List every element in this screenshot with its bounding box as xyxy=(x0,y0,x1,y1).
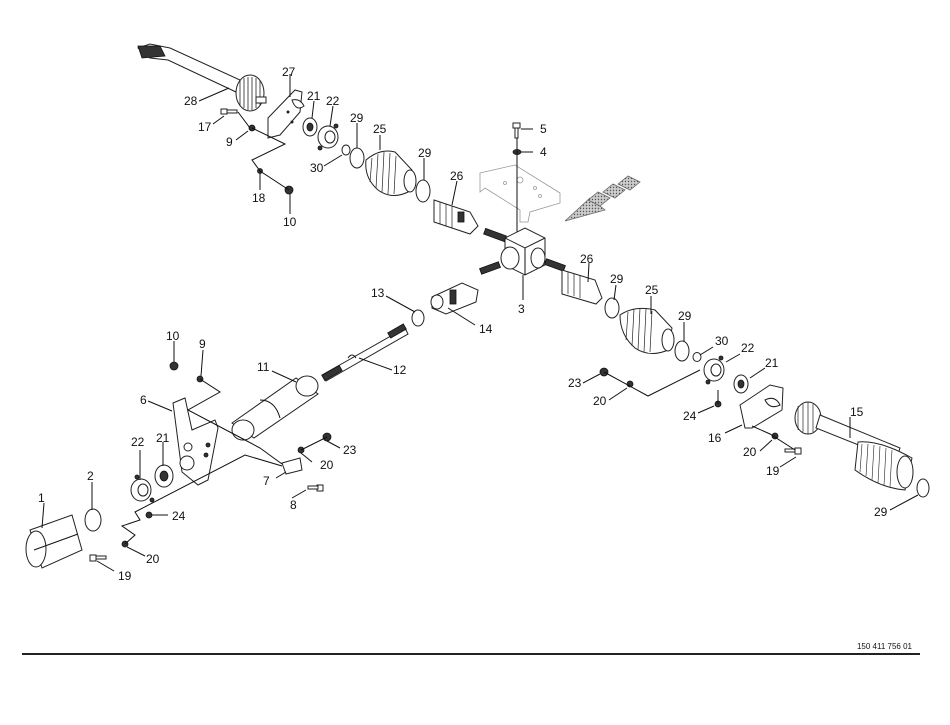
clamp-2 xyxy=(84,508,102,532)
mounting-plate xyxy=(479,164,561,223)
bracket-16 xyxy=(739,384,784,429)
callout-26-upper: 26 xyxy=(450,169,464,183)
bolt-5 xyxy=(512,122,521,139)
callout-22-left: 22 xyxy=(131,435,145,449)
callout-29-upper-a: 29 xyxy=(350,111,364,125)
callout-29-right-a: 29 xyxy=(610,272,624,286)
coupling-26-upper xyxy=(433,199,479,235)
callout-20-right-a: 20 xyxy=(593,394,607,408)
callout-29-upper-b: 29 xyxy=(418,146,432,160)
bearing-21-right xyxy=(733,374,749,394)
nut-24-left xyxy=(145,511,153,519)
callout-16: 16 xyxy=(708,431,722,445)
callout-18: 18 xyxy=(252,191,266,205)
direction-arrow xyxy=(564,175,641,222)
callout-26-right: 26 xyxy=(580,252,594,266)
callout-20-right-b: 20 xyxy=(743,445,757,459)
bearing-21-left xyxy=(154,464,174,488)
callout-24-left: 24 xyxy=(172,509,186,523)
coupling-26-right xyxy=(561,269,603,305)
ring-30-right xyxy=(692,352,702,362)
callout-12: 12 xyxy=(393,363,407,377)
callout-14: 14 xyxy=(479,322,493,336)
bracket-27 xyxy=(267,89,305,139)
callout-10-upper: 10 xyxy=(283,215,297,229)
washer-20-right-b xyxy=(771,432,779,440)
bolt-17 xyxy=(220,108,238,115)
callout-11: 11 xyxy=(257,360,270,374)
callout-labels: 28 27 21 22 29 25 29 30 26 17 9 18 10 5 … xyxy=(38,65,888,583)
callout-15: 15 xyxy=(850,405,864,419)
nut-10-left xyxy=(169,361,179,371)
callout-29-right-b: 29 xyxy=(678,309,692,323)
callout-9-upper: 9 xyxy=(226,135,233,149)
callout-2: 2 xyxy=(87,469,94,483)
flange-22-upper xyxy=(317,123,339,151)
flange-22-left xyxy=(130,474,155,503)
callout-23-right: 23 xyxy=(568,376,582,390)
bottom-rule xyxy=(22,653,920,655)
callout-1: 1 xyxy=(38,491,45,505)
callout-8: 8 xyxy=(290,498,297,512)
callout-3: 3 xyxy=(518,302,525,316)
callout-30-right: 30 xyxy=(715,334,729,348)
cover-1 xyxy=(25,514,83,569)
callout-20-left-b: 20 xyxy=(146,552,160,566)
clamp-29-right-b xyxy=(674,340,690,362)
drawing-number: 150 411 756 01 xyxy=(856,642,912,651)
o-ring-13 xyxy=(411,309,425,327)
clamp-29-right-a xyxy=(604,297,620,319)
callout-29-right-end: 29 xyxy=(874,505,888,519)
callout-7: 7 xyxy=(263,474,270,488)
tube-11 xyxy=(231,375,319,441)
callout-21-upper: 21 xyxy=(307,89,321,103)
callout-4: 4 xyxy=(540,145,547,159)
callout-30-upper: 30 xyxy=(310,161,324,175)
callout-27: 27 xyxy=(282,65,296,79)
callout-5: 5 xyxy=(540,122,547,136)
bracket-7 xyxy=(281,457,303,475)
clamp-29-upper-a xyxy=(349,147,365,169)
drive-shaft-15 xyxy=(794,401,914,491)
clamp-29-upper-b xyxy=(415,179,431,203)
callout-23-left: 23 xyxy=(343,443,357,457)
callout-13: 13 xyxy=(371,286,385,300)
flange-22-right xyxy=(703,355,725,385)
callout-28: 28 xyxy=(184,94,198,108)
callout-19-left: 19 xyxy=(118,569,132,583)
shaft-12 xyxy=(321,323,409,382)
u-joint-14 xyxy=(430,282,479,315)
boot-25-upper xyxy=(365,150,417,196)
bolt-8 xyxy=(307,484,324,492)
clamp-29-right-end xyxy=(916,478,930,498)
leader-lines xyxy=(41,74,919,572)
ring-30-upper xyxy=(341,144,351,156)
callout-24-right: 24 xyxy=(683,409,697,423)
plate-6 xyxy=(172,397,219,486)
callout-22-right: 22 xyxy=(741,341,755,355)
drive-shaft-upper-left xyxy=(136,43,267,112)
bearing-21-upper xyxy=(302,117,318,137)
bolt-19-left xyxy=(89,554,107,562)
callout-22-upper: 22 xyxy=(326,94,340,108)
callout-9-left: 9 xyxy=(199,337,206,351)
callout-21-right: 21 xyxy=(765,356,779,370)
callout-25-right: 25 xyxy=(645,283,659,297)
bolt-19-right xyxy=(784,447,802,455)
callout-21-left: 21 xyxy=(156,431,170,445)
callout-25-upper: 25 xyxy=(373,122,387,136)
callout-6: 6 xyxy=(140,393,147,407)
gearbox-3 xyxy=(479,227,566,276)
callout-19-right: 19 xyxy=(766,464,780,478)
callout-10-left: 10 xyxy=(166,329,180,343)
callout-17: 17 xyxy=(198,120,212,134)
callout-20-left-a: 20 xyxy=(320,458,334,472)
boot-25-right xyxy=(619,307,675,354)
